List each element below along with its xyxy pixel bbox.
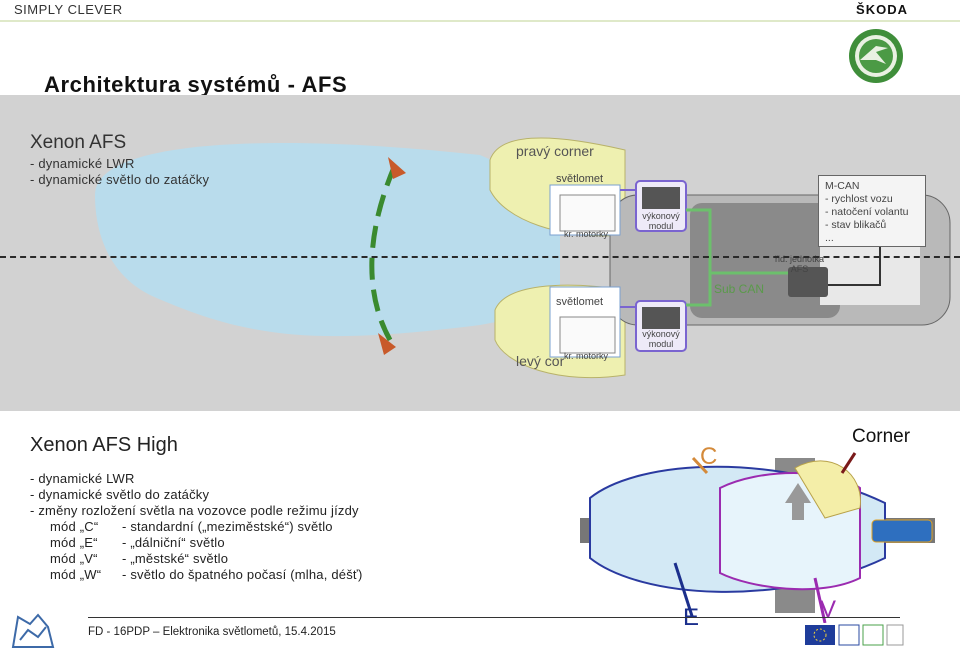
control-unit-label: řid. jednotka AFS	[775, 254, 824, 274]
afs-architecture-diagram	[95, 137, 951, 379]
motors-top-label: kr. motorky	[564, 229, 609, 239]
subcan-label: Sub CAN	[714, 282, 765, 296]
top-bar	[0, 0, 960, 20]
upper-line-2: - dynamické světlo do zatáčky	[30, 172, 210, 187]
mode-c: mód „C“	[50, 519, 99, 534]
lower-line-1: - dynamické LWR	[30, 471, 135, 486]
dashed-centerline	[0, 256, 960, 258]
header-divider	[0, 20, 960, 22]
pm-bottom-line2: modul	[648, 339, 674, 349]
left-corner-label: levý cor	[516, 353, 565, 369]
mode-c-desc: - standardní („meziměstské“) světlo	[122, 519, 333, 534]
mcan-line-4: - stav blikačů	[825, 219, 887, 231]
mcan-line-3: - natočení volantu	[825, 206, 909, 218]
upper-line-1: - dynamické LWR	[30, 156, 135, 171]
light-pattern-diagram	[580, 452, 935, 623]
motors-top-box	[559, 194, 616, 232]
corner-marker: Corner	[852, 426, 911, 447]
mode-e: mód „E“	[50, 535, 98, 550]
arrow-head-top-icon	[388, 157, 406, 179]
corner-beam	[794, 460, 861, 519]
motors-bottom-label: kr. motorky	[564, 351, 609, 361]
brand-slogan: SIMPLY CLEVER	[14, 2, 123, 17]
mode-e-marker: E	[683, 604, 700, 631]
power-module-bottom-label: výkonový modul	[640, 329, 682, 349]
mode-e-desc: - „dálniční“ světlo	[122, 535, 225, 550]
mcan-line-2: - rychlost vozu	[825, 193, 893, 205]
pm-top-line2: modul	[648, 221, 674, 231]
mode-c-marker: C	[700, 443, 718, 470]
pm-bottom-line1: výkonový	[642, 329, 680, 339]
mode-v-marker: V	[820, 596, 837, 623]
headlamp-top-label: světlomet	[556, 173, 604, 185]
upper-heading: Xenon AFS	[30, 132, 127, 153]
skoda-logo-icon	[849, 29, 903, 83]
lower-line-3: - změny rozložení světla na vozovce podl…	[30, 503, 359, 518]
mcan-line-1: M-CAN	[825, 180, 860, 192]
mcan-line-5: ...	[825, 232, 834, 244]
car-icon	[871, 519, 933, 543]
mode-w: mód „W“	[50, 567, 102, 582]
arrow-head-bottom-icon	[378, 333, 396, 355]
eu-logos-icon	[805, 624, 904, 646]
motors-bottom-box	[559, 316, 616, 354]
footer-text: FD - 16PDP – Elektronika světlometů, 15.…	[88, 626, 336, 638]
light-beam	[95, 143, 560, 337]
pm-top-line1: výkonový	[642, 211, 680, 221]
afs-control-unit-icon	[788, 267, 828, 297]
up-arrow-icon	[785, 483, 811, 520]
headlamp-bottom-label: světlomet	[556, 296, 604, 308]
right-corner-label: pravý corner	[516, 143, 594, 159]
cu-line2: AFS	[790, 264, 809, 274]
lower-line-2: - dynamické světlo do zatáčky	[30, 487, 210, 502]
swivel-arrow-icon	[369, 164, 398, 342]
module-top-icon	[642, 187, 680, 209]
mode-v-desc: - „městské“ světlo	[122, 551, 229, 566]
ctu-lion-logo-icon	[11, 613, 55, 648]
mcan-box: M-CAN - rychlost vozu - natočení volantu…	[818, 175, 926, 247]
mode-v: mód „V“	[50, 551, 98, 566]
footer-line	[88, 617, 900, 618]
cu-line1: řid. jednotka	[775, 254, 825, 264]
slide-title: Architektura systémů - AFS	[44, 72, 348, 97]
module-bottom-icon	[642, 307, 680, 329]
power-module-top-label: výkonový modul	[640, 211, 682, 231]
skoda-wordmark: ŠKODA	[856, 2, 908, 17]
lower-heading: Xenon AFS High	[30, 434, 178, 456]
mode-w-desc: - světlo do špatného počasí (mlha, déšť)	[122, 567, 363, 582]
